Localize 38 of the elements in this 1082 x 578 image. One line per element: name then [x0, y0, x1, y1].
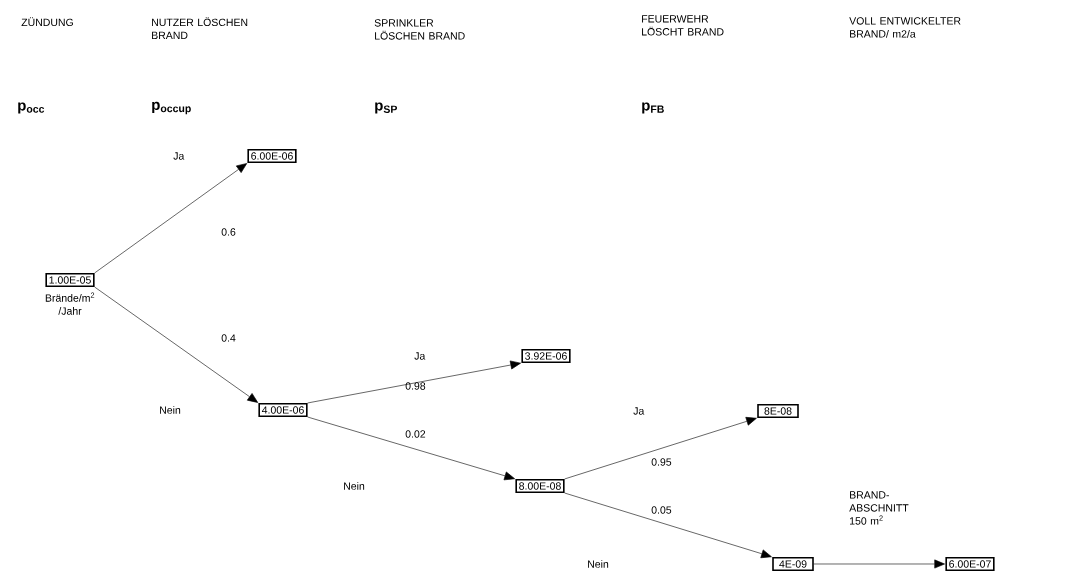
column-heading: VOLL ENTWICKELTER BRAND/ m2/a	[849, 17, 961, 38]
value-box: 4.00E-06	[258, 402, 308, 417]
branch-label: Nein	[588, 560, 609, 568]
column-heading: FEUERWEHR LÖSCHT BRAND	[642, 15, 724, 36]
arrow	[94, 286, 259, 403]
branch-label: Ja	[173, 152, 185, 160]
probability-label: 0.95	[651, 458, 672, 466]
column-heading: ZÜNDUNG	[21, 17, 73, 27]
probability-label: 0.6	[221, 228, 236, 236]
probability-label: 0.98	[405, 382, 426, 390]
arrow	[813, 559, 945, 569]
arrow	[307, 416, 515, 481]
unit-label: Brände/m$^{2}$ /Jahr	[45, 292, 95, 315]
probability-symbol: p$_{occup}$	[152, 101, 191, 115]
value-box: 3.92E-06	[521, 348, 571, 363]
column-heading: NUTZER LÖSCHEN BRAND	[152, 17, 248, 39]
arrow	[307, 360, 521, 404]
value-box: 6.00E-06	[247, 149, 297, 163]
value-box: 8.00E-08	[515, 478, 565, 493]
probability-symbol: p$_{FB}$	[642, 102, 664, 114]
probability-label: 0.05	[651, 506, 672, 514]
probability-label: 0.02	[405, 430, 426, 438]
arrow	[564, 417, 757, 480]
probability-symbol: p$_{occ}$	[18, 102, 45, 114]
value-box: 6.00E-07	[945, 557, 995, 571]
value-box: 1.00E-05	[45, 272, 95, 287]
probability-label: 0.4	[221, 334, 236, 342]
branch-label: Ja	[633, 407, 645, 415]
arrow	[564, 492, 772, 559]
branch-label: Ja	[414, 352, 426, 360]
value-box: 4E-09	[772, 557, 814, 571]
arrow	[94, 163, 248, 274]
value-box: 8E-08	[757, 403, 799, 418]
column-heading: SPRINKLER LÖSCHEN BRAND	[374, 19, 465, 40]
probability-symbol: p$_{SP}$	[375, 102, 397, 114]
branch-label: Nein	[344, 482, 365, 490]
branch-label: Nein	[160, 406, 181, 414]
edge-label: BRAND- ABSCHNITT 150 m$^{2}$	[849, 491, 909, 525]
